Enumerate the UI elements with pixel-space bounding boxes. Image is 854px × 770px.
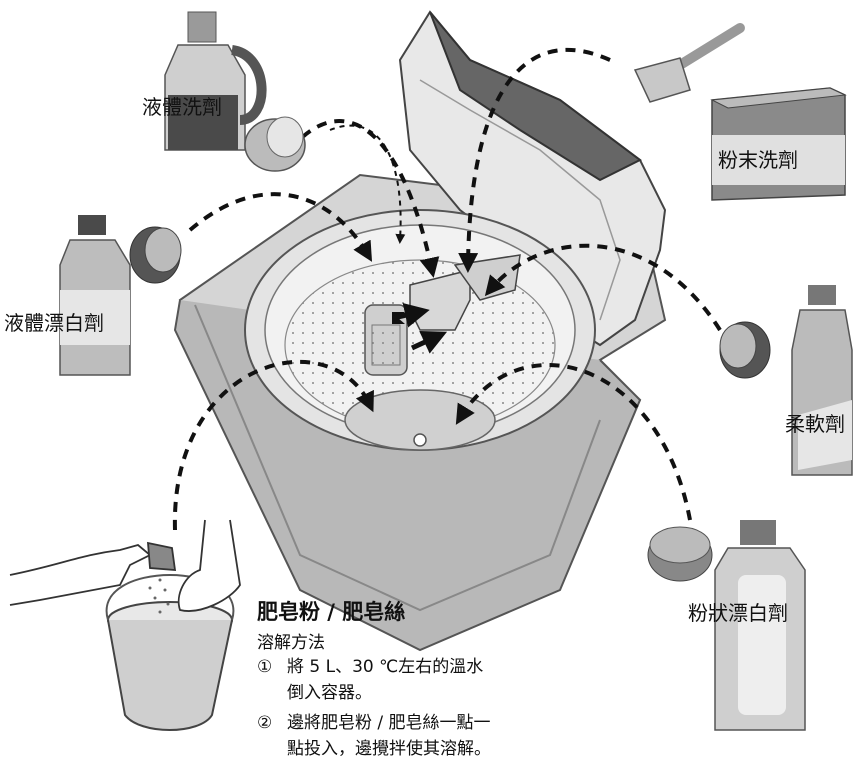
arrow-liquid-bleach <box>188 192 373 262</box>
liquid-detergent-cap <box>244 116 306 172</box>
label-powder-detergent: 粉末洗劑 <box>718 148 798 172</box>
liquid-bleach-cap <box>129 226 182 284</box>
step-2-line2: 點投入，邊攪拌使其溶解。 <box>287 739 491 759</box>
step-1: ① 將 5 L、30 ℃左右的溫水 倒入容器。 <box>257 654 483 706</box>
powder-bleach-bottle <box>714 520 806 731</box>
washer-lid <box>398 10 667 347</box>
arrow-powder-bleach <box>455 363 692 521</box>
arrow-thin <box>329 124 406 244</box>
label-powder-bleach: 粉狀漂白劑 <box>688 601 788 625</box>
hands <box>9 519 241 612</box>
filter-arrows <box>392 303 448 354</box>
step-1-number: ① <box>257 657 273 677</box>
label-liquid-bleach: 液體漂白劑 <box>4 311 104 335</box>
step-2: ② 邊將肥皂粉 / 肥皂絲一點一 點投入，邊攪拌使其溶解。 <box>257 710 491 762</box>
arrow-powder-detergent <box>458 47 611 273</box>
softener-cap <box>719 321 771 379</box>
step-2-number: ② <box>257 713 273 733</box>
step-2-line1: 邊將肥皂粉 / 肥皂絲一點一 <box>287 713 491 733</box>
step-1-line2: 倒入容器。 <box>287 683 372 703</box>
arrow-softener <box>484 243 722 332</box>
powder-bleach-cap <box>647 526 713 582</box>
step-1-line1: 將 5 L、30 ℃左右的溫水 <box>287 657 484 677</box>
label-liquid-detergent: 液體洗劑 <box>142 95 222 119</box>
liquid-bleach-bottle <box>59 215 131 376</box>
bucket <box>105 574 235 731</box>
powder-detergent-box <box>710 87 847 201</box>
softener-bottle <box>791 285 853 476</box>
label-softener: 柔軟劑 <box>785 412 845 436</box>
liquid-detergent-bottle <box>164 11 267 151</box>
soap-subtitle: 溶解方法 <box>257 633 325 653</box>
soap-title: 肥皂粉 / 肥皂絲 <box>257 600 406 624</box>
powder-scoop <box>633 23 745 103</box>
powder-particles <box>148 578 170 614</box>
arrow-soap <box>172 359 374 531</box>
arrow-liquid-detergent <box>288 119 440 278</box>
